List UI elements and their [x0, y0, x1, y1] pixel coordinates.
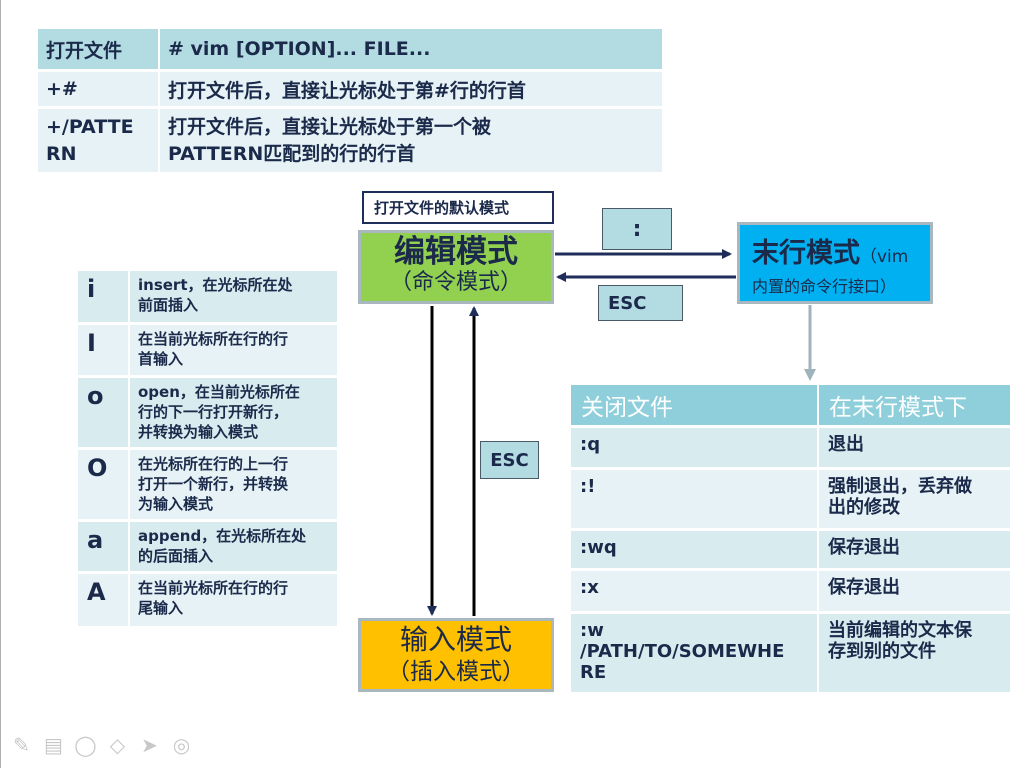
open-file-table: 打开文件 # vim [OPTION]... FILE... +# 打开文件后，… [38, 29, 662, 172]
input-mode-title: 输入模式 [399, 623, 512, 656]
key-cell: I [78, 322, 130, 375]
header-cell: # vim [OPTION]... FILE... [160, 29, 662, 69]
key-cell: O [78, 447, 130, 519]
pointer-icon[interactable]: ➤ [141, 733, 158, 757]
esc-key-label: ESC [480, 441, 539, 479]
last-line-mode-box: 末行模式（vim 内置的命令行接口） [737, 222, 933, 304]
presentation-toolbar: ✎ ▤ ◯ ◇ ➤ ◎ [10, 733, 193, 757]
command-cell: :x [571, 568, 819, 611]
key-cell: a [78, 519, 130, 571]
table-row: :w /PATH/TO/SOMEWHE RE 当前编辑的文本保 存到别的文件 [571, 611, 1010, 692]
default-mode-label: 打开文件的默认模式 [362, 191, 554, 224]
table-header-row: 关闭文件 在末行模式下 [571, 385, 1010, 425]
colon-key-label: : [602, 208, 672, 250]
key-cell: o [78, 375, 130, 447]
header-cell: 在末行模式下 [819, 385, 1010, 425]
header-cell: 打开文件 [38, 29, 160, 69]
lasso-icon[interactable]: ◯ [74, 733, 97, 757]
input-mode-subtitle: （插入模式） [387, 659, 525, 685]
description-cell: 保存退出 [819, 568, 1010, 611]
description-cell: append，在光标所在处 的后面插入 [130, 519, 337, 571]
edit-mode-box: 编辑模式 （命令模式） [358, 230, 554, 304]
insert-keys-table: i insert，在光标所在处 前面插入 I 在当前光标所在行的行 首输入 o … [78, 271, 337, 626]
description-cell: insert，在光标所在处 前面插入 [130, 271, 337, 322]
description-cell: 退出 [819, 425, 1010, 467]
last-line-mode-title: 末行模式 [752, 238, 860, 269]
table-row: i insert，在光标所在处 前面插入 [78, 271, 337, 322]
table-row: O 在光标所在行的上一行 打开一个新行，并转换 为输入模式 [78, 447, 337, 519]
option-cell: +# [38, 69, 160, 106]
description-cell: 打开文件后，直接让光标处于第#行的行首 [160, 69, 662, 106]
table-row: +# 打开文件后，直接让光标处于第#行的行首 [38, 69, 662, 106]
close-file-table: 关闭文件 在末行模式下 :q 退出 :! 强制退出，丢弃做 出的修改 :wq 保… [571, 385, 1010, 692]
description-cell: 当前编辑的文本保 存到别的文件 [819, 611, 1010, 692]
slide-edge [0, 0, 1, 768]
description-cell: 在光标所在行的上一行 打开一个新行，并转换 为输入模式 [130, 447, 337, 519]
command-cell: :wq [571, 528, 819, 568]
key-cell: i [78, 271, 130, 322]
description-cell: 在当前光标所在行的行 尾输入 [130, 571, 337, 626]
edit-mode-title: 编辑模式 [394, 234, 518, 270]
laser-icon[interactable]: ◎ [172, 733, 191, 757]
table-row: a append，在光标所在处 的后面插入 [78, 519, 337, 571]
table-row: :! 强制退出，丢弃做 出的修改 [571, 467, 1010, 528]
command-cell: :! [571, 467, 819, 528]
table-row: :q 退出 [571, 425, 1010, 467]
header-cell: 关闭文件 [571, 385, 819, 425]
esc-key-label: ESC [598, 285, 683, 321]
description-cell: 打开文件后，直接让光标处于第一个被 PATTERN匹配到的行的行首 [160, 106, 662, 172]
key-cell: A [78, 571, 130, 626]
description-cell: 在当前光标所在行的行 首输入 [130, 322, 337, 375]
edit-mode-subtitle: （命令模式） [389, 270, 522, 295]
table-row: A 在当前光标所在行的行 尾输入 [78, 571, 337, 626]
table-row: +/PATTE RN 打开文件后，直接让光标处于第一个被 PATTERN匹配到的… [38, 106, 662, 172]
eraser-icon[interactable]: ◇ [109, 733, 126, 757]
option-cell: +/PATTE RN [38, 106, 160, 172]
table-row: :x 保存退出 [571, 568, 1010, 611]
description-cell: open，在当前光标所在 行的下一行打开新行， 并转换为输入模式 [130, 375, 337, 447]
table-row: o open，在当前光标所在 行的下一行打开新行， 并转换为输入模式 [78, 375, 337, 447]
description-cell: 强制退出，丢弃做 出的修改 [819, 467, 1010, 528]
table-row: :wq 保存退出 [571, 528, 1010, 568]
table-row: I 在当前光标所在行的行 首输入 [78, 322, 337, 375]
last-line-mode-title-suffix: （vim [860, 247, 909, 267]
command-cell: :q [571, 425, 819, 467]
command-cell: :w /PATH/TO/SOMEWHE RE [571, 611, 819, 692]
highlighter-icon[interactable]: ▤ [44, 733, 63, 757]
description-cell: 保存退出 [819, 528, 1010, 568]
last-line-mode-subtitle: 内置的命令行接口） [752, 277, 897, 296]
pen-icon[interactable]: ✎ [13, 733, 30, 757]
input-mode-box: 输入模式 （插入模式） [358, 618, 554, 692]
table-header-row: 打开文件 # vim [OPTION]... FILE... [38, 29, 662, 69]
